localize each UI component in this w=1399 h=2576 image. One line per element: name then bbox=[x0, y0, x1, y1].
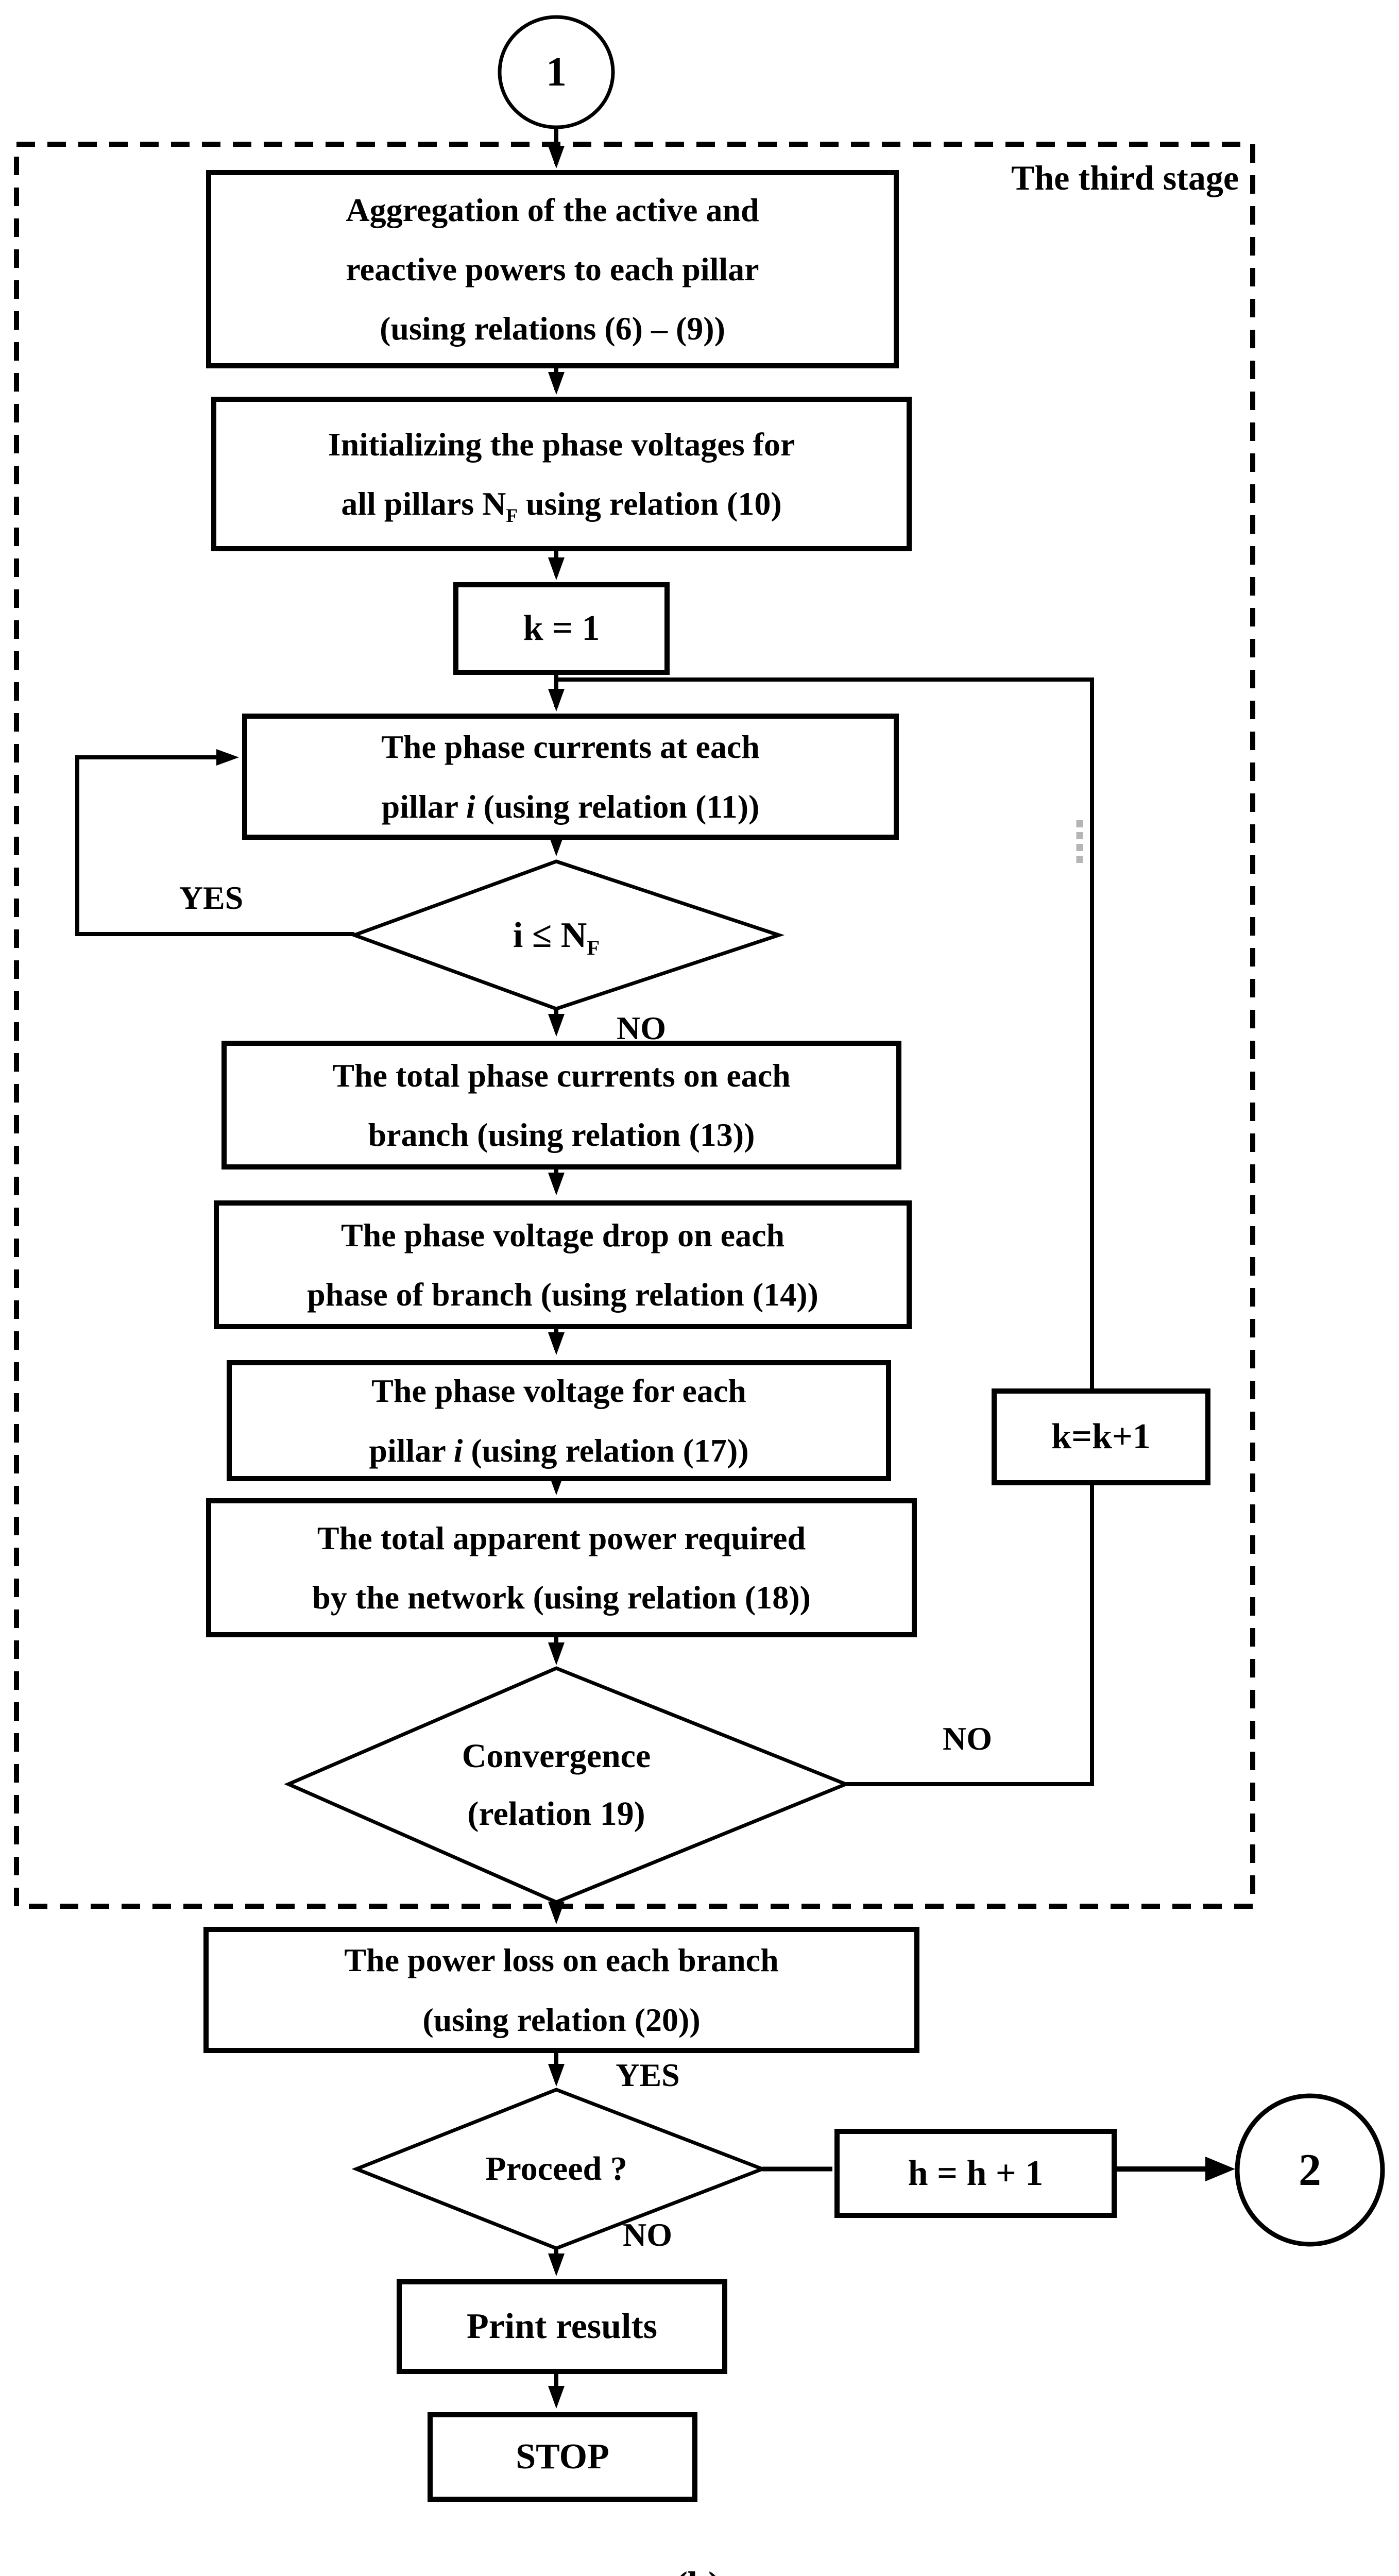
edge-circle1-to-aggregation bbox=[548, 127, 565, 168]
edge-label-pillar-loop-no: NO bbox=[617, 1010, 666, 1046]
figure-caption: (b) bbox=[646, 2558, 749, 2576]
box-line: STOP bbox=[516, 2437, 609, 2477]
box-line: phase of branch (using relation (14)) bbox=[307, 1276, 818, 1313]
box-line: Aggregation of the active and bbox=[346, 191, 759, 228]
process-box-aggregation: Aggregation of the active and reactive p… bbox=[206, 170, 899, 368]
stage-boundary-dashed-rect bbox=[14, 142, 1255, 1909]
box-line: k=k+1 bbox=[1051, 1417, 1151, 1456]
edge-pillarloop-yes-back-to-phasecurrents bbox=[75, 749, 354, 936]
edge-proceed-no-to-printresults bbox=[548, 2248, 565, 2276]
process-box-phase-currents: The phase currents at each pillar i (usi… bbox=[242, 714, 899, 840]
stage-label: The third stage bbox=[1011, 158, 1239, 197]
box-line: pillar i (using relation (11)) bbox=[381, 788, 760, 825]
process-box-print-results: Print results bbox=[397, 2279, 727, 2374]
box-line: pillar i (using relation (17)) bbox=[369, 1432, 749, 1469]
box-line: h = h + 1 bbox=[908, 2153, 1044, 2193]
box-line: The phase currents at each bbox=[381, 728, 760, 766]
box-line: (using relations (6) – (9)) bbox=[380, 310, 725, 347]
decision-proceed-text: Proceed ? bbox=[485, 2149, 627, 2188]
box-line: by the network (using relation (18)) bbox=[312, 1579, 811, 1616]
box-line: The total phase currents on each bbox=[332, 1057, 791, 1094]
edge-label-proceed-no: NO bbox=[623, 2216, 672, 2253]
edge-convergence-yes-to-powerloss bbox=[548, 1902, 565, 1924]
process-box-k-increment: k=k+1 bbox=[992, 1388, 1210, 1485]
process-box-initializing: Initializing the phase voltages for all … bbox=[211, 397, 912, 551]
box-line: Print results bbox=[466, 2307, 658, 2346]
box-line: all pillars NF using relation (10) bbox=[341, 485, 782, 527]
box-line: reactive powers to each pillar bbox=[346, 250, 759, 287]
subscript-F: F bbox=[587, 936, 600, 959]
box-line: The total apparent power required bbox=[317, 1519, 806, 1556]
box-line: The power loss on each branch bbox=[344, 1942, 779, 1979]
edge-label-proceed-yes: YES bbox=[616, 2056, 680, 2093]
edge-convergence-no-feedback bbox=[556, 677, 1094, 1786]
box-line: k = 1 bbox=[523, 608, 600, 648]
process-box-h-increment: h = h + 1 bbox=[834, 2129, 1117, 2218]
process-box-k-init: k = 1 bbox=[453, 582, 670, 675]
subscript-F: F bbox=[506, 505, 518, 527]
box-line: branch (using relation (13)) bbox=[368, 1116, 755, 1153]
process-box-apparent-power: The total apparent power required by the… bbox=[206, 1498, 917, 1637]
decision-pillar-loop-diamond bbox=[349, 859, 785, 1011]
decision-proceed-diamond bbox=[351, 2088, 767, 2250]
process-box-power-loss: The power loss on each branch (using rel… bbox=[203, 1927, 919, 2053]
process-box-stop: STOP bbox=[428, 2412, 697, 2502]
edge-hincrement-to-circle2 bbox=[1106, 2157, 1235, 2181]
box-line: (using relation (20)) bbox=[422, 2001, 701, 2038]
connector-2-number: 2 bbox=[1299, 2145, 1321, 2195]
box-line: Initializing the phase voltages for bbox=[328, 426, 795, 463]
box-line: The phase voltage for each bbox=[371, 1372, 746, 1410]
edge-label-pillar-loop-yes: YES bbox=[179, 879, 244, 916]
process-box-total-phase-currents: The total phase currents on each branch … bbox=[221, 1041, 901, 1170]
process-box-voltage-drop: The phase voltage drop on each phase of … bbox=[214, 1200, 912, 1329]
connector-1-number: 1 bbox=[546, 49, 567, 95]
edge-pillarloop-no-to-totalcurrents bbox=[548, 1009, 565, 1037]
box-line: The phase voltage drop on each bbox=[340, 1216, 785, 1253]
connector-circle-2 bbox=[1235, 2093, 1385, 2247]
process-box-phase-voltage: The phase voltage for each pillar i (usi… bbox=[227, 1360, 891, 1481]
edge-label-convergence-no: NO bbox=[943, 1720, 992, 1757]
decision-convergence-diamond bbox=[284, 1666, 851, 1904]
decision-pillar-loop-text: i ≤ NF bbox=[513, 915, 600, 959]
decision-convergence-text: Convergence (relation 19) bbox=[462, 1737, 651, 1833]
